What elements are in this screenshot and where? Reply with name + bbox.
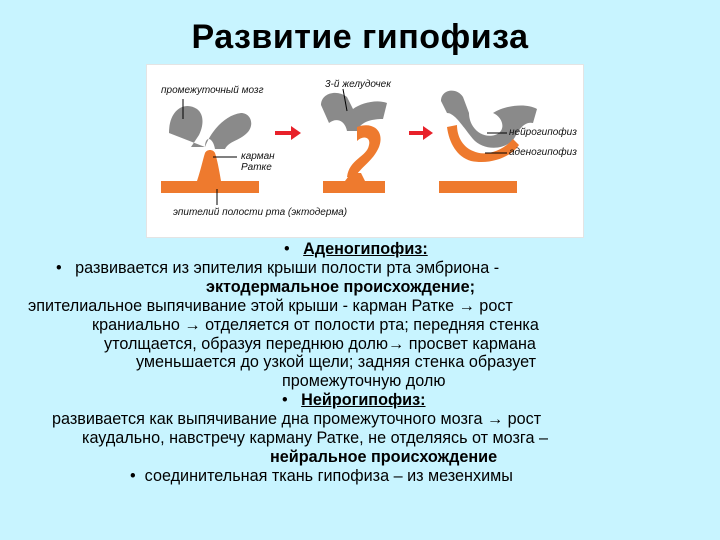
mesenchyme-line: • соединительная ткань гипофиза – из мез…	[130, 466, 513, 485]
stage-2-pouch	[347, 125, 381, 177]
stage-1-ectoderm	[161, 150, 259, 193]
arrow-2-icon	[409, 126, 433, 140]
label-oral-epithelium: эпителий полости рта (эктодерма)	[173, 207, 348, 218]
page-title: Развитие гипофиза	[191, 18, 529, 56]
label-intermediate-brain: промежуточный мозг	[161, 85, 264, 96]
neuro-heading-line: • Нейрогипофиз:	[282, 391, 426, 410]
stage-1	[161, 106, 259, 193]
stage-3	[439, 90, 537, 193]
adeno-origin-type: эктодермальное происхождение;	[206, 277, 475, 296]
stage-3-brain	[441, 90, 537, 148]
pointer-lines	[182, 88, 507, 205]
adeno-heading-line: • Аденогипофиз:	[284, 240, 428, 258]
stage-3-ectoderm	[439, 181, 517, 193]
neuro-origin-type: нейральное происхождение	[270, 447, 498, 466]
text-line-6: утолщается, образуя переднюю долю→ просв…	[104, 334, 536, 353]
description-text: • Аденогипофиз: • развивается из эпители…	[0, 240, 720, 486]
mesenchyme-text: соединительная ткань гипофиза – из мезен…	[144, 466, 513, 485]
text-line-7: уменьшается до узкой щели; задняя стенка…	[136, 353, 536, 372]
text-line-10: развивается как выпячивание дна промежут…	[52, 410, 542, 429]
label-neurohypophysis: нейрогипофиз	[509, 127, 577, 138]
adeno-heading: Аденогипофиз:	[303, 240, 428, 258]
label-third-ventricle: 3-й желудочек	[325, 79, 391, 90]
adeno-bullet-line: • развивается из эпителия крыши полости …	[56, 258, 500, 277]
label-rathke-pouch: карман Ратке	[241, 151, 275, 173]
stage-1-brain	[169, 106, 252, 149]
development-diagram: промежуточный мозг 3-й желудочек карман …	[146, 64, 584, 238]
neuro-heading: Нейрогипофиз:	[301, 391, 426, 410]
text-line-8: промежуточную долю	[282, 372, 446, 391]
stage-2-ectoderm	[323, 173, 385, 193]
text-line-11: каудально, навстречу карману Ратке, не о…	[82, 429, 548, 448]
diagram-svg	[161, 88, 537, 205]
stage-2-brain	[321, 92, 387, 131]
adeno-origin: развивается из эпителия крыши полости рт…	[75, 258, 500, 277]
label-adenohypophysis: аденогипофиз	[509, 147, 577, 158]
arrow-1-icon	[275, 126, 301, 140]
stage-2	[321, 92, 387, 193]
text-line-5: краниально → отделяется от полости рта; …	[92, 315, 539, 334]
text-line-4: эпителиальное выпячивание этой крыши - к…	[28, 296, 513, 315]
